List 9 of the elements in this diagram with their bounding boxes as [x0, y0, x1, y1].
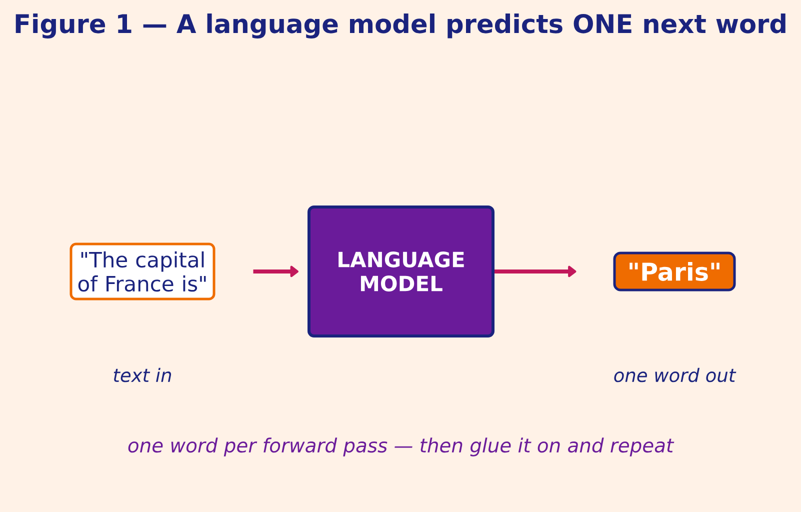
- caption: one word per forward pass — then glue it on and repeat: [128, 438, 674, 456]
- arrow: [253, 266, 298, 278]
- arrow: [494, 266, 576, 278]
- label: one word out: [614, 368, 736, 382]
- word-box: "Paris": [613, 252, 736, 292]
- title: Figure 1 — A language model predicts ONE next word: [16, 14, 786, 38]
- model-box: LANGUAGE MODEL: [308, 206, 494, 338]
- text-box: "The capital of France is": [70, 242, 216, 300]
- label: text in: [114, 368, 172, 382]
